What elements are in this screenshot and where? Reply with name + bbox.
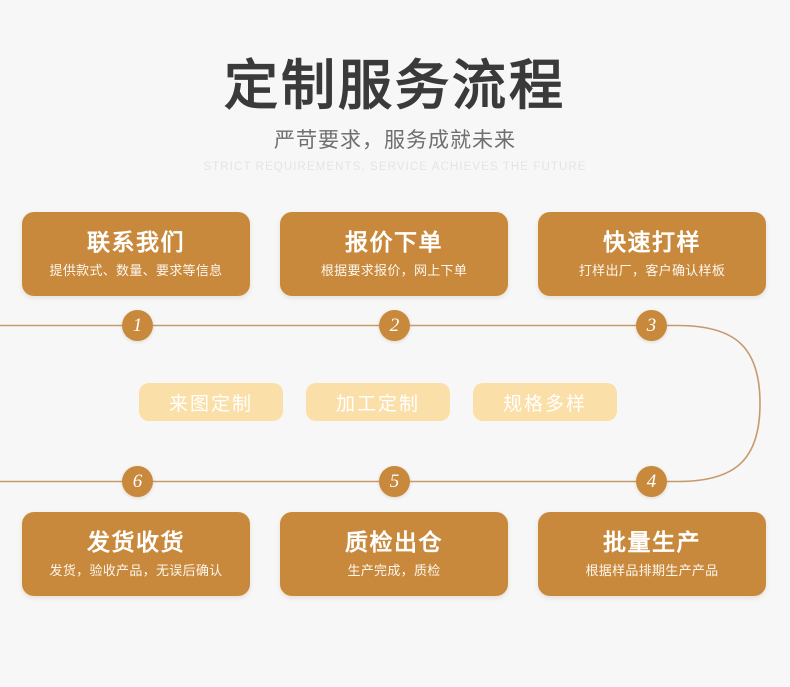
- step-card-4-desc: 根据样品排期生产产品: [585, 563, 719, 578]
- step-card-3[interactable]: 快速打样 打样出厂，客户确认样板: [538, 212, 766, 296]
- page-subtitle: 严苛要求，服务成就未来: [274, 129, 516, 153]
- step-card-2-desc: 根据要求报价，网上下单: [320, 263, 468, 278]
- step-card-3-title: 快速打样: [603, 229, 701, 256]
- page-title: 定制服务流程: [224, 56, 566, 116]
- step-marker-5: 5: [379, 466, 410, 497]
- step-card-5[interactable]: 质检出仓 生产完成，质检: [280, 512, 508, 596]
- step-marker-6: 6: [122, 466, 153, 497]
- step-marker-1: 1: [122, 310, 153, 341]
- page-header: 定制服务流程 严苛要求，服务成就未来 STRICT REQUIREMENTS, …: [0, 0, 790, 174]
- step-card-1-title: 联系我们: [87, 229, 185, 256]
- step-marker-2: 2: [379, 310, 410, 341]
- step-card-4-title: 批量生产: [603, 529, 701, 556]
- step-card-6-title: 发货收货: [87, 529, 185, 556]
- step-card-6[interactable]: 发货收货 发货，验收产品，无误后确认: [22, 512, 250, 596]
- page-tagline-english: STRICT REQUIREMENTS, SERVICE ACHIEVES TH…: [203, 160, 587, 173]
- step-card-2[interactable]: 报价下单 根据要求报价，网上下单: [280, 212, 508, 296]
- connector-curve-right: [651, 324, 761, 483]
- step-marker-3: 3: [636, 310, 667, 341]
- step-card-1[interactable]: 联系我们 提供款式、数量、要求等信息: [22, 212, 250, 296]
- step-card-5-desc: 生产完成，质检: [347, 563, 441, 578]
- step-card-6-desc: 发货，验收产品，无误后确认: [49, 563, 223, 578]
- step-card-2-title: 报价下单: [345, 229, 443, 256]
- feature-pill-1: 来图定制: [139, 383, 283, 421]
- step-card-3-desc: 打样出厂，客户确认样板: [578, 263, 726, 278]
- step-card-1-desc: 提供款式、数量、要求等信息: [49, 263, 223, 278]
- feature-pill-3: 规格多样: [473, 383, 617, 421]
- step-card-4[interactable]: 批量生产 根据样品排期生产产品: [538, 512, 766, 596]
- step-marker-4: 4: [636, 466, 667, 497]
- feature-pill-2: 加工定制: [306, 383, 450, 421]
- step-card-5-title: 质检出仓: [345, 529, 443, 556]
